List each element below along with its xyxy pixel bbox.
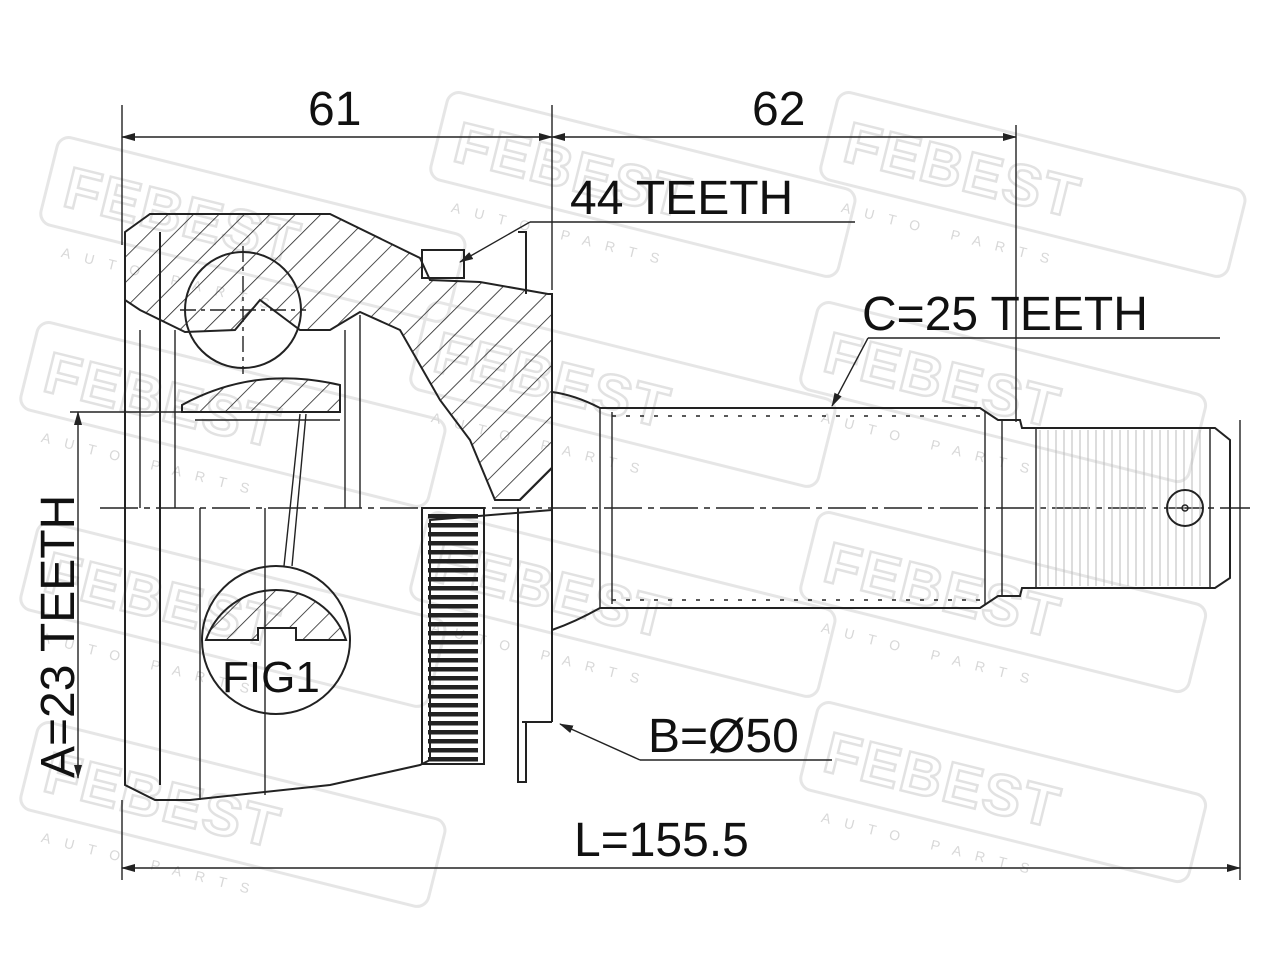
fig1-spline-section (204, 589, 348, 641)
dim-outer-length-label: 61 (308, 83, 361, 136)
abs-ring-tooth (428, 523, 478, 528)
fig1-detail: FIG1 (201, 413, 351, 715)
abs-ring-tooth (428, 586, 478, 591)
abs-ring-tooth (428, 541, 478, 546)
abs-ring (421, 507, 485, 765)
abs-ring-tooth (428, 748, 478, 753)
dim-overall-length: L=155.5 (121, 420, 1241, 880)
abs-ring-tooth (428, 514, 478, 519)
ball (180, 246, 306, 374)
overall-length-label: L=155.5 (574, 814, 749, 867)
abs-ring-tooth (428, 649, 478, 654)
shaft (551, 391, 1231, 631)
watermark-logo: FEBEST AUTO PARTS (799, 701, 1208, 884)
abs-ring-tooth (428, 658, 478, 663)
seal-flange (421, 231, 527, 783)
abs-ring-tooth (428, 595, 478, 600)
dim-inner-spline: A=23 TEETH (32, 411, 200, 779)
abs-ring-tooth (428, 703, 478, 708)
abs-ring-tooth (428, 721, 478, 726)
seal-diameter-label: B=Ø50 (648, 710, 799, 763)
abs-ring-tooth (428, 739, 478, 744)
abs-ring-tooth (428, 757, 478, 762)
leader-outer-spline: C=25 TEETH (831, 288, 1220, 407)
abs-ring-tooth (428, 577, 478, 582)
abs-ring-tooth (428, 622, 478, 627)
outer-spline-label: C=25 TEETH (862, 288, 1148, 341)
abs-ring-tooth (428, 685, 478, 690)
abs-ring-tooth (428, 631, 478, 636)
inner-spline-label: A=23 TEETH (32, 495, 85, 778)
dim-shaft-length: 62 (551, 83, 1017, 422)
watermark-logo: FEBEST AUTO PARTS (819, 91, 1247, 278)
abs-ring-tooth (428, 559, 478, 564)
abs-ring-tooth (428, 730, 478, 735)
abs-ring-tooth (428, 667, 478, 672)
housing-section-upper (124, 213, 553, 501)
cv-housing (124, 213, 553, 801)
abs-ring-tooth (428, 712, 478, 717)
abs-teeth-label: 44 TEETH (570, 172, 793, 225)
leader-seal-diameter: B=Ø50 (559, 710, 832, 763)
watermark-logo: FEBEST AUTO PARTS (799, 511, 1208, 694)
abs-ring-tooth (428, 604, 478, 609)
abs-ring-tooth (428, 640, 478, 645)
inner-race (181, 377, 341, 413)
abs-ring-tooth (428, 613, 478, 618)
abs-ring-tooth (428, 550, 478, 555)
dim-shaft-length-label: 62 (752, 83, 805, 136)
abs-ring-tooth (428, 532, 478, 537)
dim-outer-length: 61 (121, 83, 553, 290)
abs-ring-tooth (428, 676, 478, 681)
leader-abs-teeth: 44 TEETH (459, 172, 855, 263)
fig1-label: FIG1 (222, 653, 320, 702)
abs-ring-tooth (428, 694, 478, 699)
abs-ring-tooth (428, 568, 478, 573)
